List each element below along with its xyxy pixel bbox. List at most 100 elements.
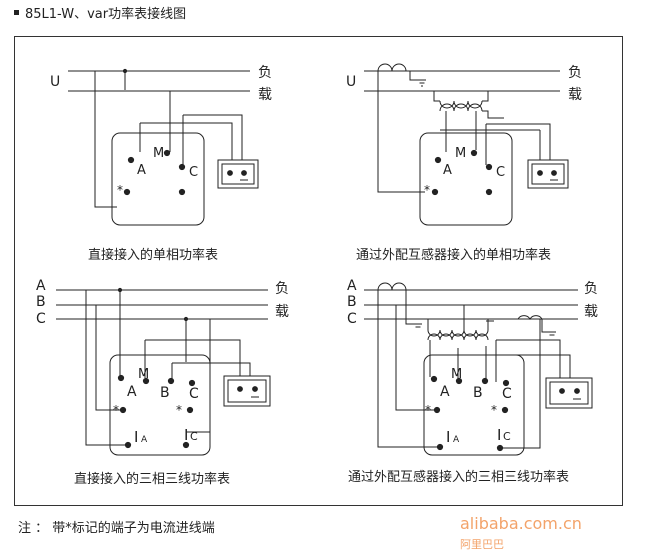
d4-load-top: 负 [584, 281, 598, 297]
d2-ct-coil [377, 63, 407, 72]
d4-terminal-ia-out [436, 443, 444, 451]
page-header: 85L1-W、var功率表接线图 [14, 6, 186, 24]
d3-star-c: * [176, 403, 182, 417]
d2-pt-lead-sec [482, 110, 500, 119]
diagram-4: A B C 负 载 [347, 278, 598, 456]
diagram-frame [14, 36, 623, 506]
d1-terminal-c [178, 163, 186, 171]
d2-pt-lead-l [433, 91, 440, 102]
d4-load-bottom: 载 [584, 304, 598, 320]
d3-load-terminal-2 [252, 386, 258, 392]
d3-label-ic: I [184, 426, 188, 444]
d3-wire-b [95, 305, 122, 411]
d4-ct-a-coil [377, 282, 407, 291]
watermark: alibaba.com.cn 阿里巴巴 [460, 514, 582, 552]
d4-line-a-label: A [347, 278, 357, 294]
d1-star: * [117, 183, 123, 197]
header-title: 85L1-W、var功率表接线图 [25, 7, 187, 22]
d1-meter-box [111, 132, 205, 226]
d4-terminal-ic-out [496, 444, 504, 452]
diagram-2: U 负 载 M A C * [346, 63, 582, 226]
d4-wire-b [395, 305, 437, 411]
d4-ct-c-lead [541, 319, 552, 333]
d3-label-m: M [138, 367, 149, 382]
d1-load-terminal-2 [241, 170, 247, 176]
d4-line-c-label: C [347, 311, 357, 327]
d3-terminal-ia-in [119, 406, 127, 414]
d2-terminal-m [470, 149, 478, 157]
d4-caption: 通过外配互感器接入的三相三线功率表 [348, 470, 570, 485]
d2-ct-lead [409, 71, 422, 81]
d4-load-inner [549, 381, 589, 405]
d4-pt1-bottom [427, 333, 465, 341]
d4-terminal-m [455, 377, 463, 385]
d2-wire-u [377, 71, 425, 193]
d1-junction [122, 68, 128, 74]
diagram-1: U 负 载 M A C * [50, 65, 272, 226]
d3-wire-load [172, 362, 251, 376]
d3-line-a-label: A [36, 278, 46, 294]
d1-load-top: 负 [258, 65, 272, 81]
d1-load-bottom: 载 [258, 87, 272, 103]
d4-wire-c [500, 319, 541, 449]
d4-pt2-bottom [463, 333, 489, 341]
d4-label-ia: I [446, 428, 450, 446]
d4-star-c: * [491, 403, 497, 417]
d1-line-u-label: U [50, 74, 60, 90]
d3-label-c: C [189, 386, 199, 402]
d2-load-box [527, 159, 569, 189]
d2-load-terminal-1 [537, 170, 543, 176]
d4-pt1-top [427, 329, 465, 337]
d1-label-m: M [153, 146, 164, 161]
d2-pt-coil-bottom [439, 103, 483, 112]
d2-label-a: A [443, 163, 452, 178]
d3-terminal-ia-out [124, 441, 132, 449]
d4-label-c: C [502, 386, 512, 402]
d4-wire-a [377, 290, 440, 448]
d1-label-c: C [189, 165, 198, 180]
d3-label-a: A [127, 384, 137, 400]
watermark-text: alibaba.com.cn [460, 514, 582, 533]
footnote: 注 ： 带*标记的端子为电流进线端 [18, 521, 215, 536]
d3-terminal-ic-out [182, 441, 190, 449]
d3-label-ia-sub: A [141, 435, 148, 445]
d4-meter-box [423, 354, 525, 456]
d1-load-terminal-1 [227, 170, 233, 176]
d4-load-terminal-2 [574, 388, 580, 394]
d3-wire-m [145, 339, 241, 376]
d4-terminal-ic-in [501, 406, 509, 414]
d4-pt2-top [463, 329, 489, 337]
d4-load-terminal-1 [559, 388, 565, 394]
d3-label-ia: I [134, 428, 138, 446]
d4-terminal-ia-in [433, 406, 441, 414]
d3-load-bottom: 载 [275, 304, 289, 320]
d2-caption: 通过外配互感器接入的单相功率表 [356, 248, 552, 263]
d3-load-top: 负 [275, 281, 289, 297]
d3-junction-c [183, 316, 189, 322]
d1-label-a: A [137, 163, 146, 178]
d4-label-ic-sub: C [503, 430, 511, 443]
d4-terminal-a [430, 375, 438, 383]
d1-wire-u [94, 71, 117, 208]
d3-wire-c2 [186, 319, 211, 433]
d3-terminal-ic-in [186, 406, 194, 414]
d2-load-top: 负 [568, 65, 582, 81]
d1-wire-c [183, 114, 243, 160]
d1-wire-a2 [140, 122, 233, 160]
d2-terminal-a [434, 156, 442, 164]
d2-terminal-star [431, 188, 439, 196]
d4-label-a: A [440, 384, 450, 400]
d3-terminal-a [117, 374, 125, 382]
d2-meter-box [419, 132, 513, 226]
d1-terminal-m [163, 149, 171, 157]
d3-load-box [223, 375, 271, 407]
d3-line-c-label: C [36, 311, 46, 327]
d3-label-ic-sub: C [190, 430, 198, 443]
d2-label-m: M [455, 146, 466, 161]
d1-load-inner [221, 163, 255, 185]
d3-label-b: B [160, 385, 170, 401]
d4-wire-load [496, 339, 561, 378]
d4-label-m: M [451, 367, 462, 382]
d4-ct-c-coil [517, 315, 543, 320]
